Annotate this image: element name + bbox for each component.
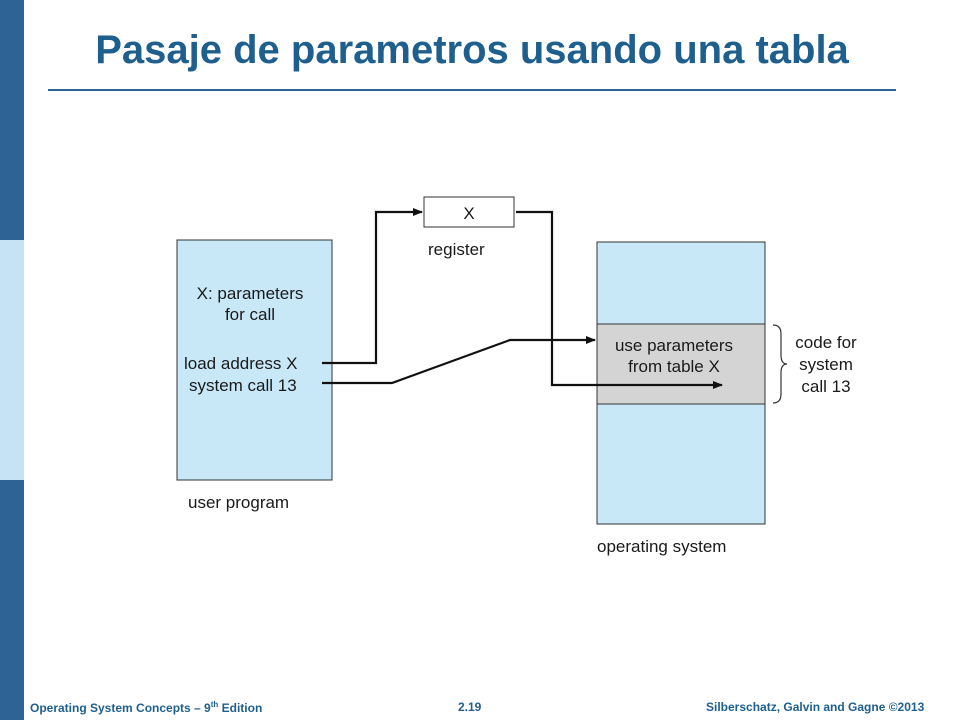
parameter-table-region	[596, 323, 766, 405]
user-program-line-1: X: parameters	[197, 284, 304, 303]
sidebar-decoration	[0, 0, 24, 720]
code-label-line-1: code for	[795, 333, 857, 352]
code-brace	[772, 324, 788, 404]
user-program-label: user program	[188, 493, 289, 512]
page-number: 2.19	[458, 700, 482, 714]
os-line-2: from table X	[628, 357, 720, 376]
register-value: X	[463, 204, 474, 223]
user-program-line-3: load address X	[184, 354, 297, 373]
code-label-line-3: call 13	[801, 377, 850, 396]
register-label: register	[428, 240, 485, 259]
footer-authors: Silberschatz, Galvin and Gagne ©2013	[706, 700, 925, 714]
sidebar-band-bottom	[0, 480, 24, 720]
sidebar-band-top	[0, 0, 24, 240]
operating-system-label: operating system	[597, 537, 726, 556]
os-line-1: use parameters	[615, 336, 733, 355]
code-label-line-2: system	[799, 355, 853, 374]
slide-title: Pasaje de parametros usando una tabla	[95, 28, 849, 72]
footer-course: Operating System Concepts – 9th Edition	[30, 700, 263, 715]
user-program-line-2: for call	[225, 305, 275, 324]
title-divider	[48, 89, 896, 91]
register-box	[423, 196, 515, 228]
sidebar-band-middle	[0, 240, 24, 480]
register-to-table-arrow	[516, 210, 723, 389]
system-call-arrow	[322, 336, 596, 385]
load-address-arrow	[322, 208, 423, 365]
user-program-box	[176, 239, 333, 481]
user-program-line-4: system call 13	[189, 376, 297, 395]
